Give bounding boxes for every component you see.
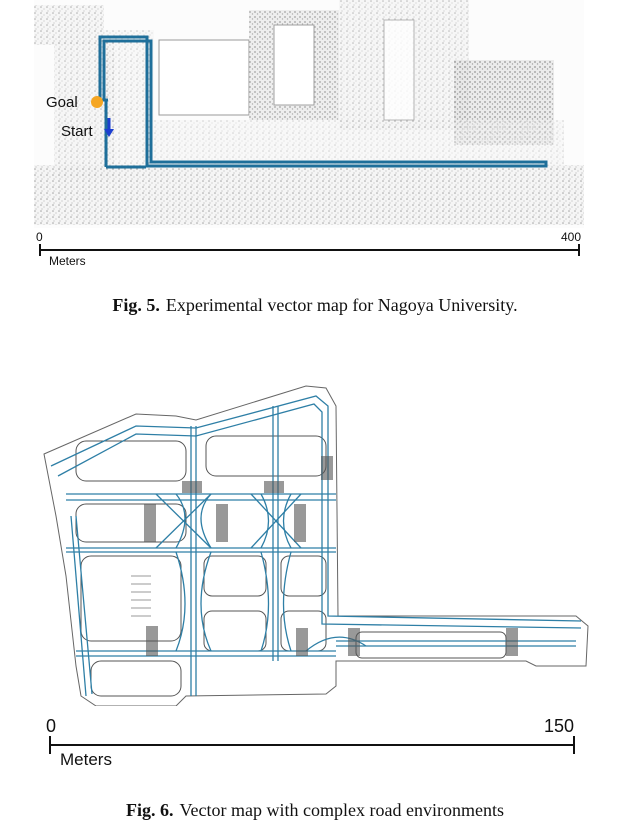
figure-caption: Fig. 5.Experimental vector map for Nagoy… — [0, 295, 630, 316]
vector-map-image: Goal Start — [34, 0, 584, 228]
lane-network — [50, 395, 582, 697]
route-path — [98, 35, 548, 168]
figure-6: 0 150 Meters Fig. 6.Vector map with comp… — [0, 370, 630, 827]
figure-caption: Fig. 6.Vector map with complex road envi… — [0, 800, 630, 821]
complex-road-vector-map — [36, 376, 592, 706]
scale-line — [39, 249, 579, 251]
scale-max-label: 150 — [544, 716, 575, 736]
vector-map-image — [43, 385, 589, 706]
scale-tick-end — [573, 736, 575, 754]
goal-marker-icon — [91, 96, 103, 108]
scale-min-label: 0 — [36, 230, 43, 244]
scale-bar: 0 150 Meters — [46, 716, 586, 778]
scale-bar: 0 400 Meters — [36, 230, 584, 270]
figure-label: Fig. 5. — [112, 295, 160, 315]
scale-unit-label: Meters — [60, 750, 112, 769]
figure-caption-text: Vector map with complex road environment… — [179, 800, 504, 820]
start-label: Start — [61, 123, 94, 140]
figure-caption-text: Experimental vector map for Nagoya Unive… — [165, 295, 518, 315]
scale-tick-end — [578, 244, 580, 256]
scale-min-label: 0 — [46, 716, 57, 736]
nagoya-point-cloud-map: Goal Start — [34, 0, 584, 228]
start-arrow-icon — [104, 118, 114, 137]
scale-line — [49, 744, 575, 746]
goal-label: Goal — [46, 94, 78, 111]
figure-label: Fig. 6. — [126, 800, 174, 820]
scale-unit-label: Meters — [49, 254, 86, 268]
figure-5: Goal Start 0 400 Meters Fig. 5.Experimen… — [0, 0, 630, 315]
scale-max-label: 400 — [561, 230, 582, 244]
